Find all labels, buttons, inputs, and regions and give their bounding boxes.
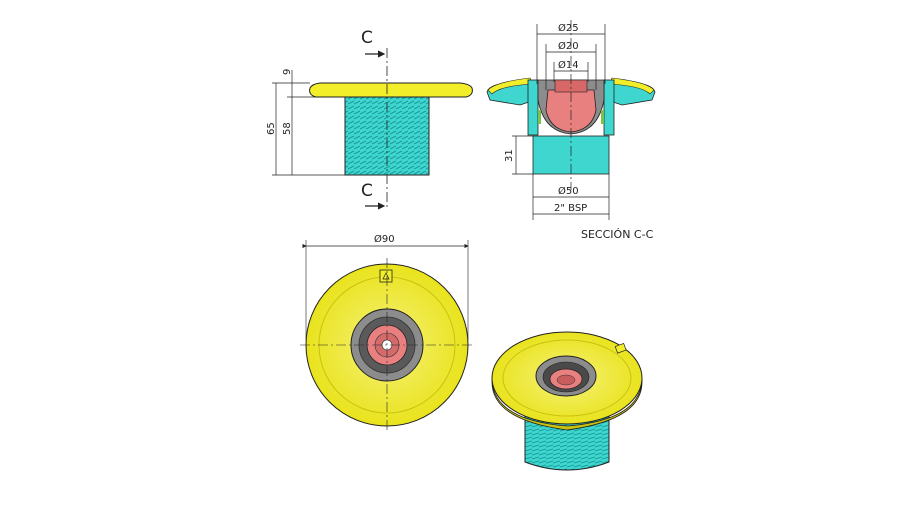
section-mark-bottom: C — [361, 181, 373, 201]
dim-d90: Ø90 — [374, 233, 395, 245]
front-elevation-view: C C 9 65 58 — [266, 28, 473, 210]
dim-total-65: 65 — [266, 122, 277, 135]
section-c-c-view: Ø25 Ø20 Ø14 31 Ø50 2" BSP SECCIÓN C-C — [486, 20, 656, 241]
front-flange — [309, 82, 473, 98]
front-dimensions — [272, 70, 345, 176]
isometric-3d-view — [491, 331, 643, 471]
dim-d25: Ø25 — [558, 22, 579, 34]
iso-gauge-symbol-icon — [614, 343, 627, 354]
dim-d20: Ø20 — [558, 40, 579, 52]
dim-31: 31 — [504, 149, 515, 162]
section-body-wall-left — [527, 79, 539, 136]
section-seal-right — [601, 110, 604, 124]
gauge-symbol-icon — [379, 269, 393, 283]
top-plan-view: Ø90 — [300, 233, 474, 432]
dim-flange-9: 9 — [282, 69, 293, 75]
section-body-wall-right — [603, 79, 615, 136]
section-title: SECCIÓN C-C — [581, 228, 654, 241]
dim-d14: Ø14 — [558, 59, 579, 71]
dim-thread: 2" BSP — [554, 203, 587, 214]
section-mark-top: C — [361, 28, 373, 48]
dim-d50: Ø50 — [558, 185, 579, 197]
section-seal-left — [538, 110, 541, 124]
dim-body-58: 58 — [282, 122, 293, 135]
section-dimensions — [512, 24, 610, 220]
